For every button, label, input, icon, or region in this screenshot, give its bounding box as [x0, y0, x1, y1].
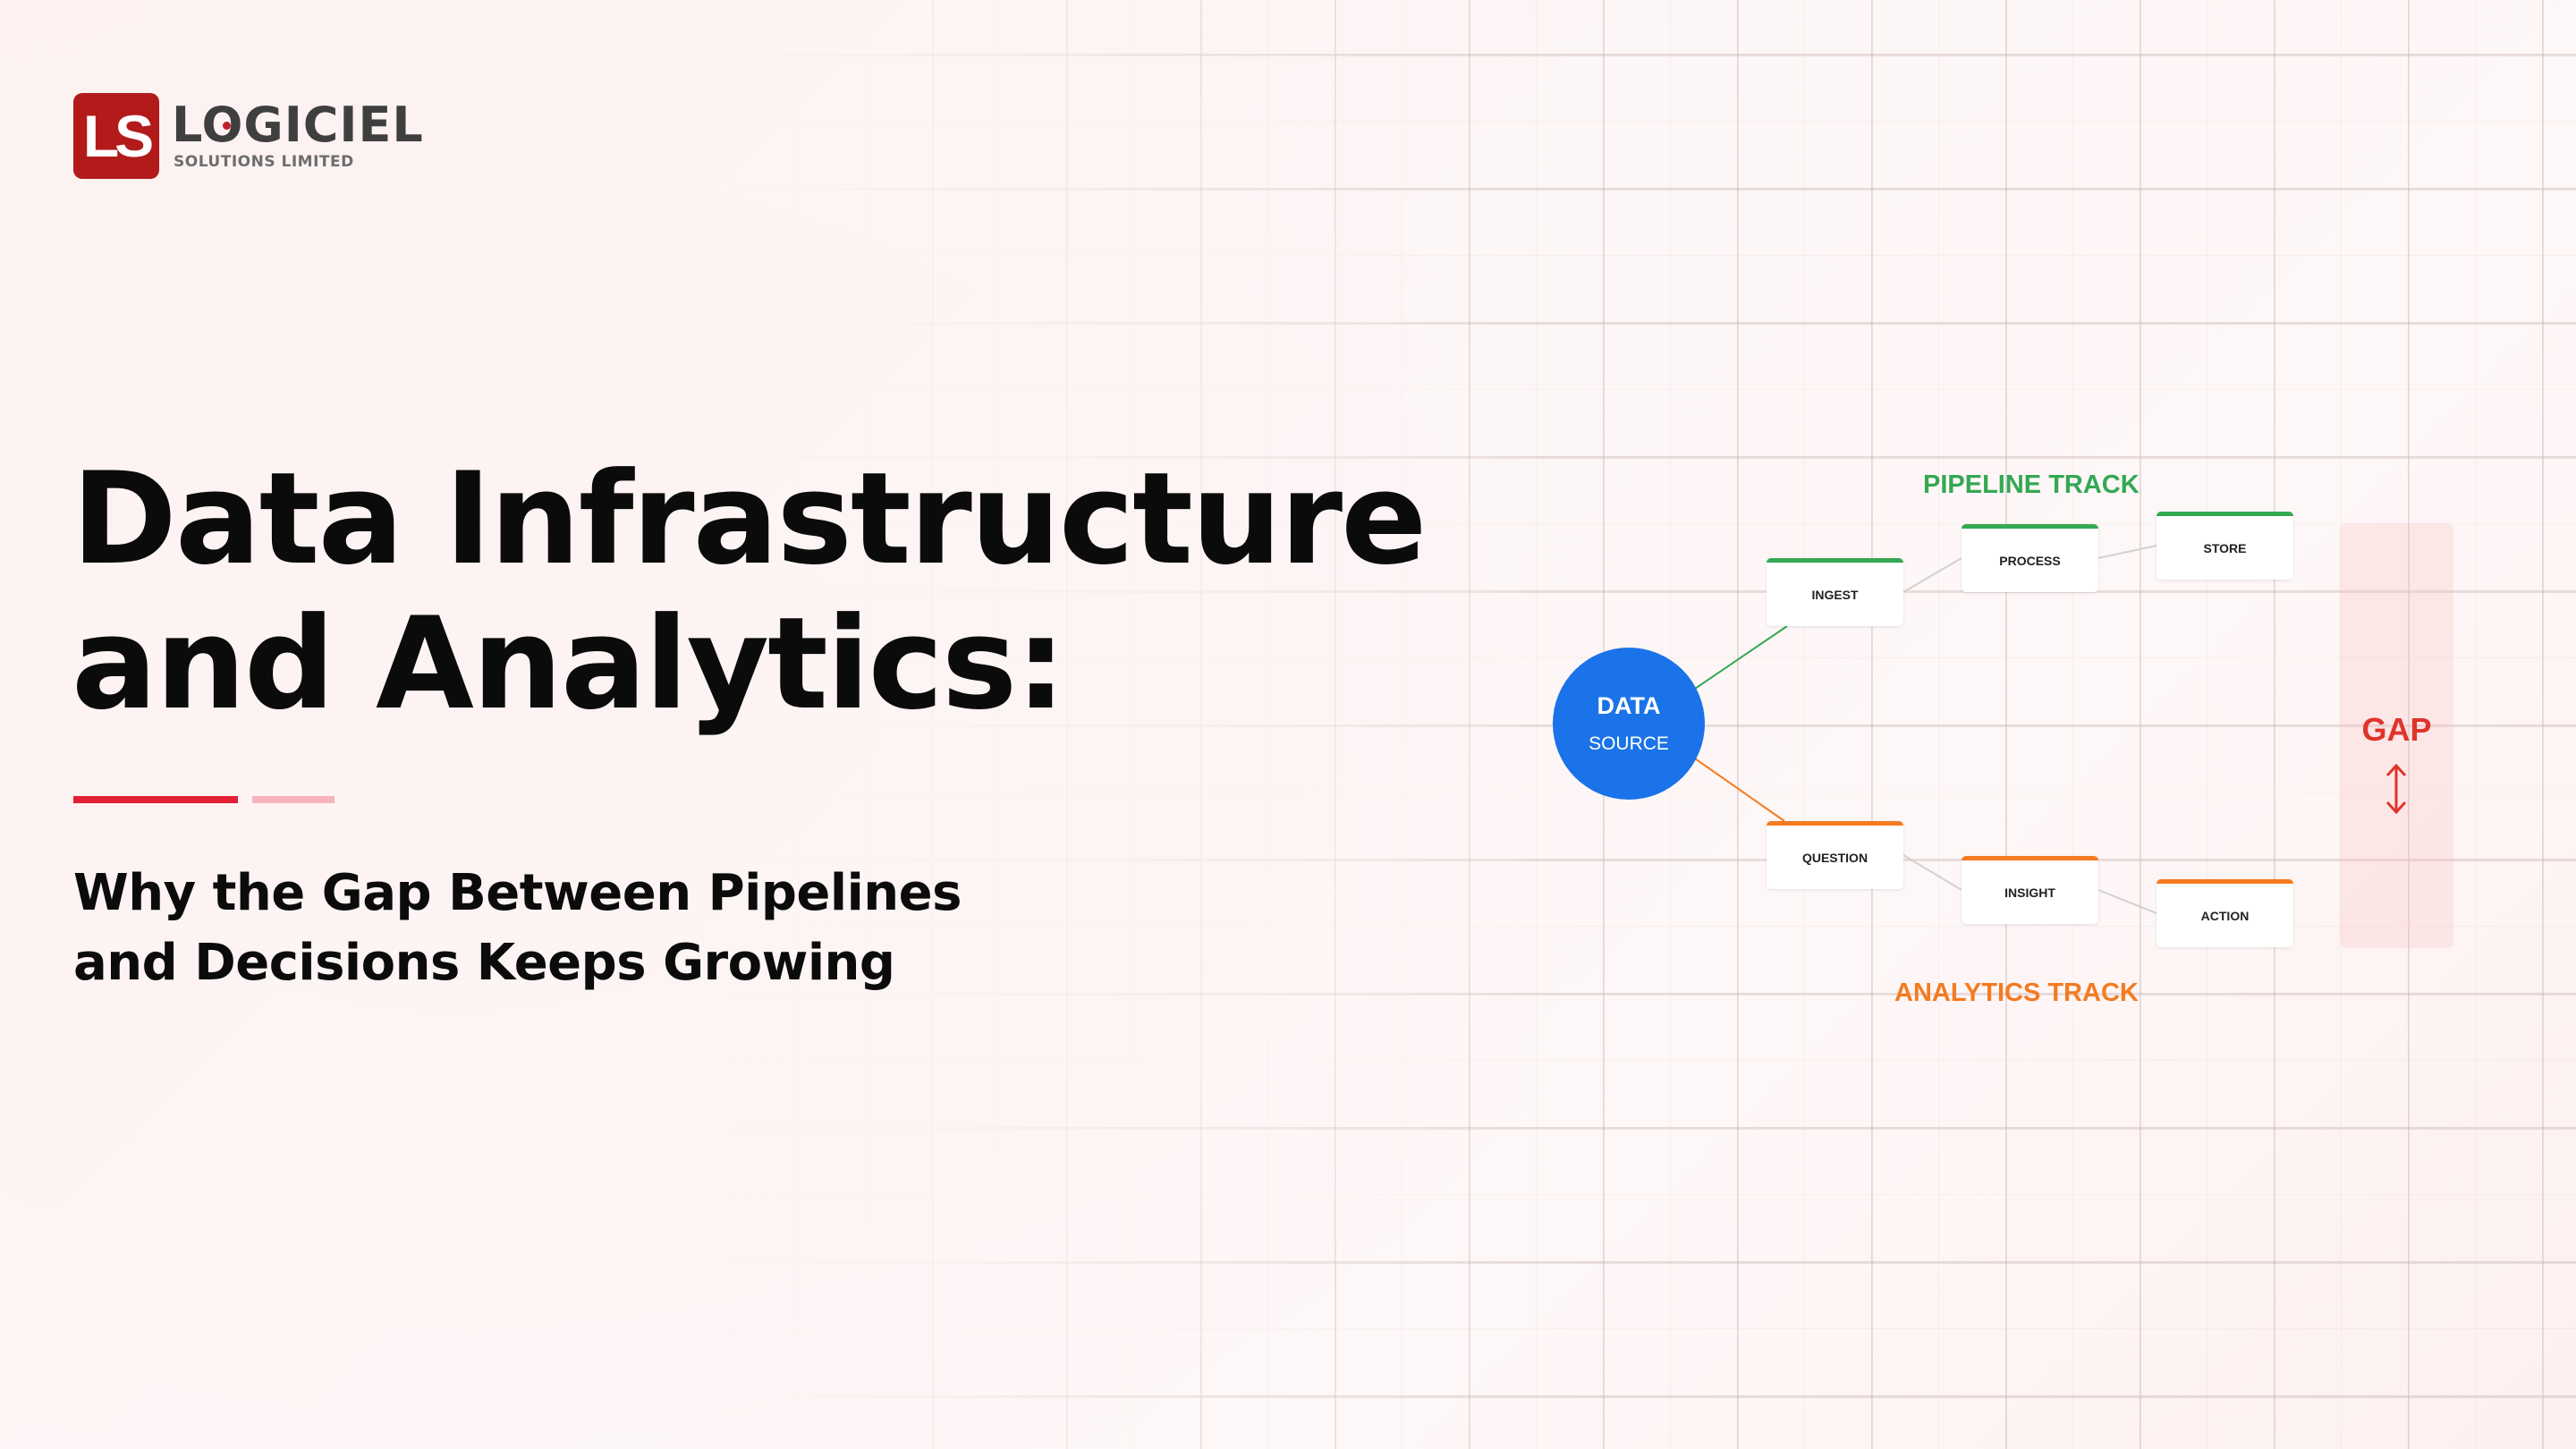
up-down-arrow-icon	[2385, 763, 2407, 815]
ingest-node: INGEST	[1767, 558, 1903, 626]
logo-dot-icon	[223, 122, 231, 130]
analytics-track-label: ANALYTICS TRACK	[1894, 979, 2139, 1007]
accent-divider-light	[252, 796, 335, 803]
logo-text: LOGICIEL SOLUTIONS LIMITED	[172, 101, 424, 172]
action-node: ACTION	[2157, 879, 2293, 947]
source-label-1: DATA	[1597, 692, 1661, 719]
title-line-2: and Analytics:	[72, 590, 1066, 738]
source-to-question-line	[1694, 758, 1785, 822]
title-line-1: Data Infrastructure	[72, 445, 1427, 593]
page-subtitle: Why the Gap Between Pipelines and Decisi…	[73, 859, 962, 998]
subtitle-line-2: and Decisions Keeps Growing	[73, 934, 895, 992]
insight-to-action-line	[2097, 889, 2157, 914]
logo-subtitle: SOLUTIONS LIMITED	[174, 153, 354, 171]
pipeline-track-label: PIPELINE TRACK	[1923, 470, 2140, 499]
process-node: PROCESS	[1962, 524, 2098, 592]
page-title: Data Infrastructure and Analytics:	[72, 445, 1427, 738]
subtitle-line-1: Why the Gap Between Pipelines	[73, 864, 962, 922]
company-logo: LS LOGICIEL SOLUTIONS LIMITED	[73, 93, 424, 179]
logo-mark: LS	[73, 93, 159, 179]
data-source-node: DATA SOURCE	[1553, 648, 1705, 800]
insight-node: INSIGHT	[1962, 856, 2098, 924]
logo-name-text: LOGICIEL	[172, 97, 424, 153]
gap-label: GAP	[2361, 711, 2432, 748]
accent-divider	[73, 796, 238, 803]
ingest-to-process-line	[1902, 557, 1962, 593]
gap-band	[2340, 523, 2453, 948]
question-node: QUESTION	[1767, 821, 1903, 889]
logo-name: LOGICIEL	[172, 101, 424, 149]
question-to-insight-line	[1902, 854, 1962, 891]
store-node: STORE	[2157, 512, 2293, 580]
source-label-2: SOURCE	[1589, 733, 1669, 754]
background-fade	[0, 0, 1521, 1449]
process-to-store-line	[2097, 545, 2157, 559]
source-to-ingest-line	[1694, 625, 1788, 690]
